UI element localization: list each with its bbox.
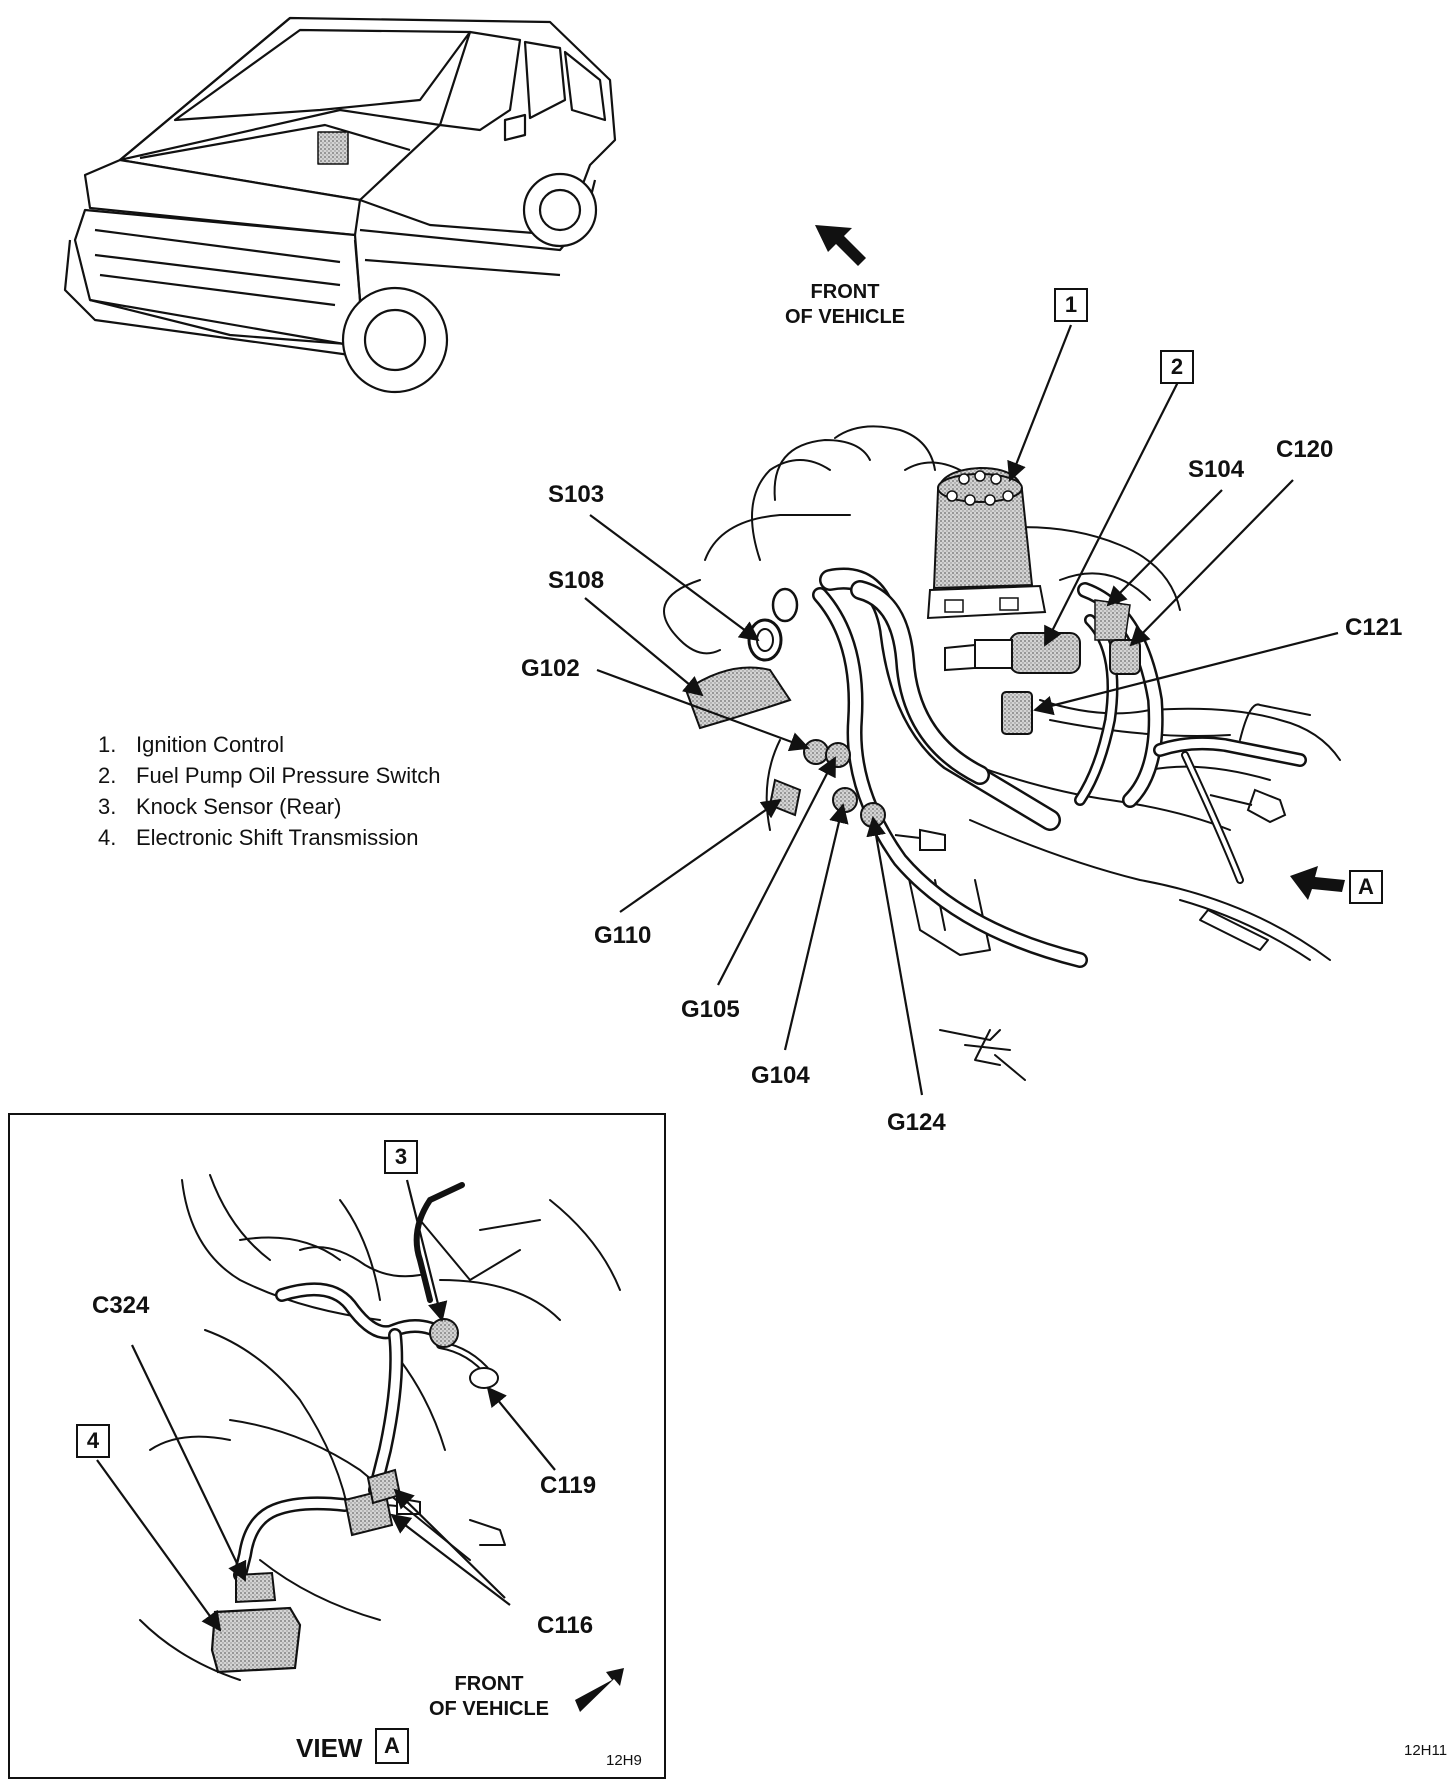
label-s108: S108 xyxy=(548,567,605,594)
front-inset-line-2: OF VEHICLE xyxy=(428,1698,549,1720)
label-c116: C116 xyxy=(537,1612,594,1639)
label-g124: G124 xyxy=(887,1109,946,1136)
front-line-2: OF VEHICLE xyxy=(784,306,905,328)
label-g105: G105 xyxy=(681,996,740,1023)
label-g104: G104 xyxy=(751,1062,810,1089)
front-inset-line-1: FRONT xyxy=(454,1673,524,1695)
view-label: VIEW xyxy=(296,1733,363,1763)
front-of-vehicle-label-top: FRONT OF VEHICLE xyxy=(770,280,920,330)
s104-splice xyxy=(1094,599,1131,641)
inset-drawing xyxy=(139,1174,621,1681)
oil-pressure-switch xyxy=(944,632,1081,674)
c119-connector xyxy=(469,1367,499,1389)
c120-connector xyxy=(1109,639,1141,675)
transmission-module xyxy=(210,1606,302,1674)
callout-box-4: 4 xyxy=(76,1424,110,1458)
vehicle-drawing xyxy=(63,16,617,394)
front-arrow-inset xyxy=(575,1668,624,1712)
inset-code: 12H9 xyxy=(606,1752,642,1769)
distributor xyxy=(926,466,1047,620)
label-c120: C120 xyxy=(1276,436,1334,463)
view-a-inset-box: A xyxy=(375,1728,409,1764)
view-a-arrow xyxy=(1290,866,1345,900)
legend-text-1: Ignition Control xyxy=(136,732,284,757)
label-c324: C324 xyxy=(92,1292,150,1319)
legend-text-4: Electronic Shift Transmission xyxy=(136,825,419,850)
legend-text-3: Knock Sensor (Rear) xyxy=(136,794,342,819)
legend-text-2: Fuel Pump Oil Pressure Switch xyxy=(136,763,441,788)
label-g110: G110 xyxy=(594,922,652,949)
legend-item-1: 1. Ignition Control xyxy=(98,729,440,760)
front-of-vehicle-label-inset: FRONT OF VEHICLE xyxy=(414,1672,564,1722)
component-legend: 1. Ignition Control 2. Fuel Pump Oil Press… xyxy=(98,729,440,853)
legend-item-2: 2. Fuel Pump Oil Pressure Switch xyxy=(98,760,440,791)
callout-box-3: 3 xyxy=(384,1140,418,1174)
callout-box-1: 1 xyxy=(1054,288,1088,322)
legend-num-3: 3. xyxy=(98,794,117,819)
page-code: 12H11 xyxy=(1404,1742,1448,1759)
harness-ring xyxy=(771,587,799,623)
view-a-inset-frame xyxy=(8,1113,666,1779)
leader-lines xyxy=(96,324,1339,1632)
label-s104: S104 xyxy=(1188,456,1245,483)
label-s103: S103 xyxy=(548,481,605,508)
engine-drawing xyxy=(663,425,1341,1081)
legend-item-3: 3. Knock Sensor (Rear) xyxy=(98,791,440,822)
c121-connector xyxy=(1001,691,1033,735)
legend-item-4: 4. Electronic Shift Transmission xyxy=(98,822,440,853)
view-a-box: A xyxy=(1349,870,1383,904)
label-c119: C119 xyxy=(540,1472,597,1499)
label-g102: G102 xyxy=(521,655,580,682)
wire-harness xyxy=(812,567,1307,968)
legend-num-4: 4. xyxy=(98,825,117,850)
s108-sheath xyxy=(684,666,792,730)
front-arrow-top xyxy=(815,225,866,266)
front-line-1: FRONT xyxy=(810,281,880,303)
s103-ring xyxy=(747,618,783,662)
legend-num-1: 1. xyxy=(98,732,117,757)
legend-num-2: 2. xyxy=(98,763,117,788)
callout-box-2: 2 xyxy=(1160,350,1194,384)
label-c121: C121 xyxy=(1345,614,1403,641)
